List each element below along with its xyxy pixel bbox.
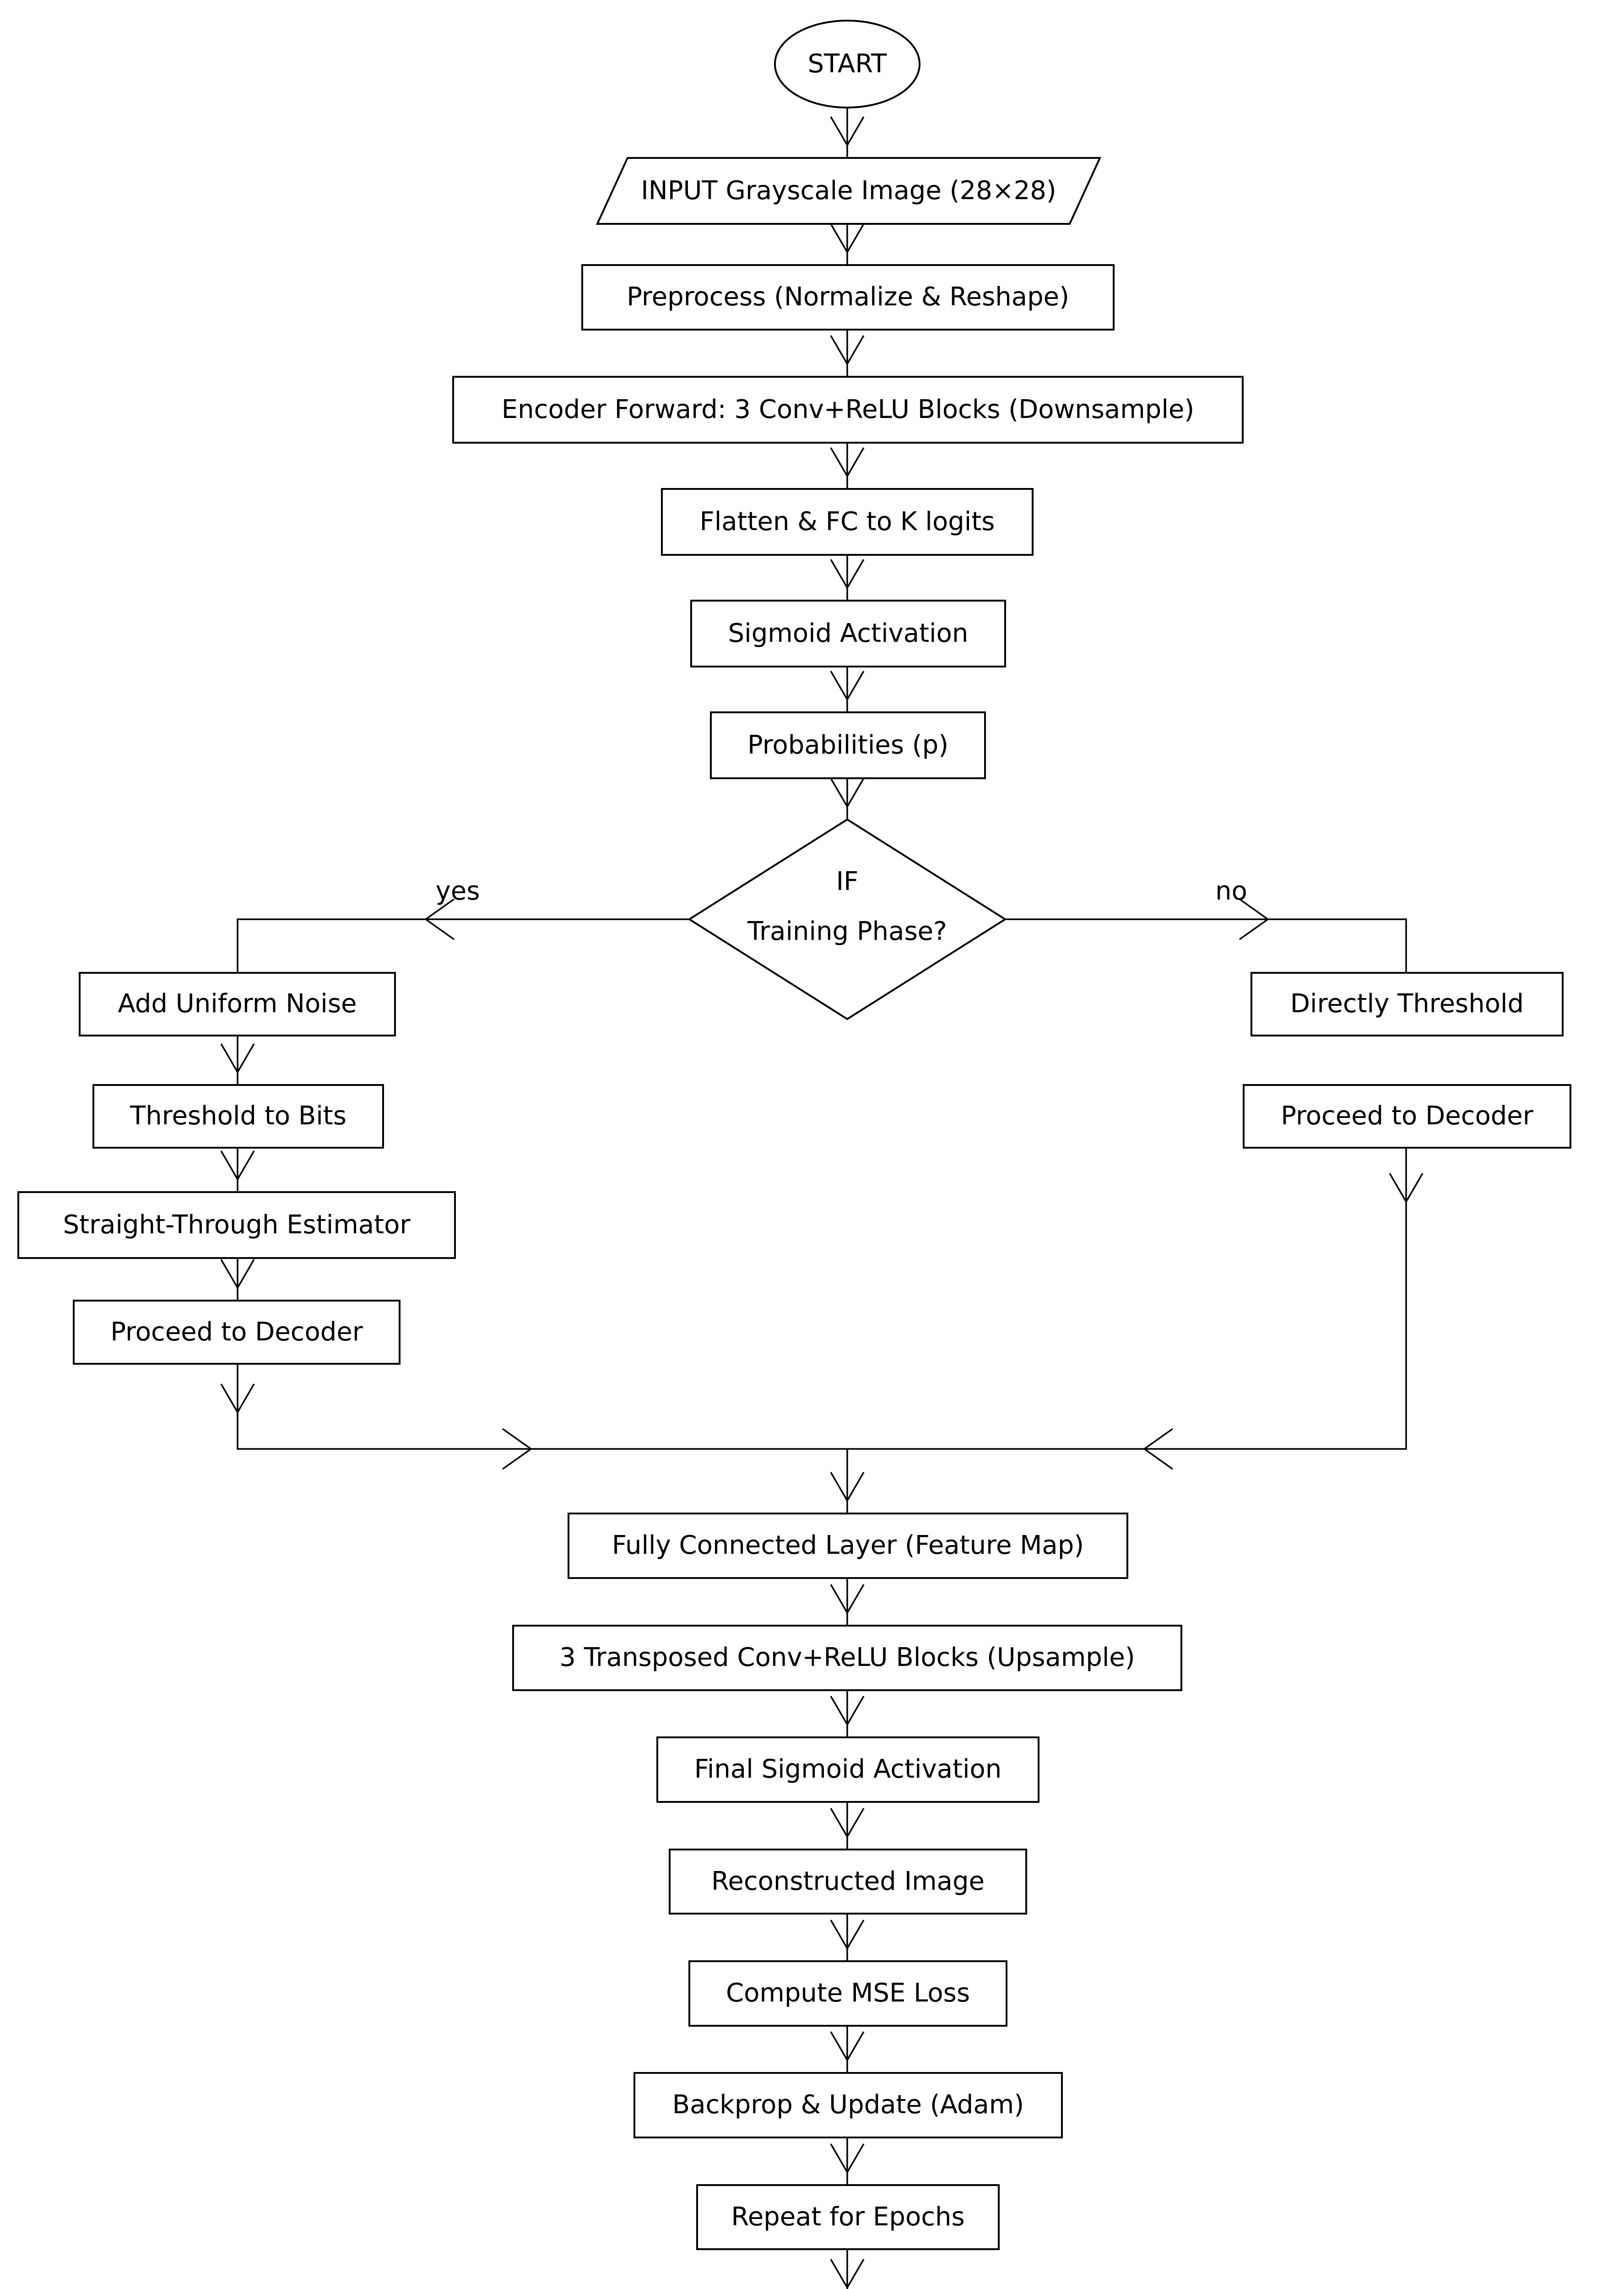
arrowhead-down-icon	[830, 2031, 865, 2062]
arrowhead-down-icon	[830, 2259, 865, 2289]
arrowhead-down-icon	[220, 1150, 255, 1181]
arrowhead-left-icon	[424, 898, 455, 940]
arrowhead-right-icon	[502, 1428, 533, 1470]
arrowhead-down-icon	[220, 1383, 255, 1414]
sigmoid-box-shape	[690, 600, 1006, 667]
node-shapes	[17, 20, 1571, 2250]
edge-decision-yes	[237, 918, 689, 973]
reconstructed-box-shape	[669, 1849, 1027, 1915]
input-parallelogram-shape	[595, 157, 1102, 225]
decision-diamond-shape	[687, 818, 1007, 1020]
arrowhead-down-icon	[830, 2143, 865, 2174]
arrowhead-left-icon	[1142, 1428, 1174, 1470]
threshold-bits-box-shape	[92, 1084, 384, 1149]
arrowhead-down-icon	[830, 1472, 865, 1502]
mse-box-shape	[688, 1960, 1007, 2027]
arrowhead-down-icon	[830, 1584, 865, 1615]
encoder-box-shape	[452, 376, 1244, 444]
directly-threshold-box-shape	[1250, 972, 1564, 1036]
arrowhead-down-icon	[830, 116, 865, 147]
arrowhead-down-icon	[1389, 1173, 1424, 1204]
edge-proceedleft-merge	[237, 1364, 847, 1450]
ste-box-shape	[17, 1191, 456, 1259]
repeat-box-shape	[696, 2184, 1000, 2250]
probabilities-box-shape	[710, 711, 986, 779]
arrowhead-down-icon	[830, 778, 865, 808]
edge-proceedright-merge	[847, 1148, 1407, 1450]
final-sigmoid-box-shape	[656, 1736, 1039, 1803]
preprocess-box-shape	[581, 264, 1115, 331]
add-noise-box-shape	[79, 972, 396, 1036]
arrowhead-down-icon	[830, 335, 865, 366]
arrowhead-down-icon	[830, 1920, 865, 1950]
arrowhead-down-icon	[220, 1043, 255, 1074]
fc-layer-box-shape	[568, 1513, 1128, 1579]
backprop-box-shape	[633, 2072, 1063, 2138]
arrowhead-right-icon	[1239, 898, 1270, 940]
edge-lines	[220, 108, 1424, 2289]
arrowhead-down-icon	[830, 1808, 865, 1839]
arrowhead-down-icon	[830, 559, 865, 590]
arrowhead-down-icon	[830, 1696, 865, 1726]
start-terminator-shape	[774, 20, 920, 108]
flatten-box-shape	[661, 488, 1034, 556]
arrowhead-down-icon	[830, 671, 865, 701]
arrowhead-down-icon	[220, 1259, 255, 1290]
arrowhead-down-icon	[830, 447, 865, 478]
arrowhead-down-icon	[830, 223, 865, 254]
transposed-box-shape	[512, 1625, 1182, 1691]
proceed-left-box-shape	[73, 1300, 401, 1365]
proceed-right-box-shape	[1243, 1084, 1571, 1149]
edge-decision-no	[1005, 918, 1407, 973]
